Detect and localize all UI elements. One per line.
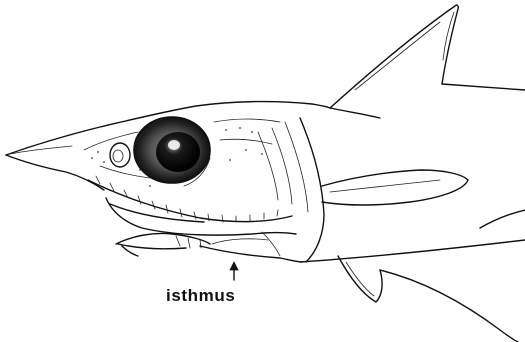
gill-cover bbox=[258, 118, 324, 262]
eye bbox=[134, 117, 210, 186]
pelvic-fin bbox=[338, 256, 382, 302]
chin-outline bbox=[200, 232, 302, 262]
mouth bbox=[106, 198, 296, 256]
pectoral-fin bbox=[322, 170, 468, 205]
isthmus-pointer-arrow bbox=[230, 262, 238, 280]
isthmus-label: isthmus bbox=[166, 286, 235, 306]
dorsal-fin bbox=[330, 5, 458, 108]
nostril bbox=[110, 143, 130, 167]
body-outline bbox=[300, 84, 525, 262]
lower-body-lines bbox=[380, 210, 525, 342]
